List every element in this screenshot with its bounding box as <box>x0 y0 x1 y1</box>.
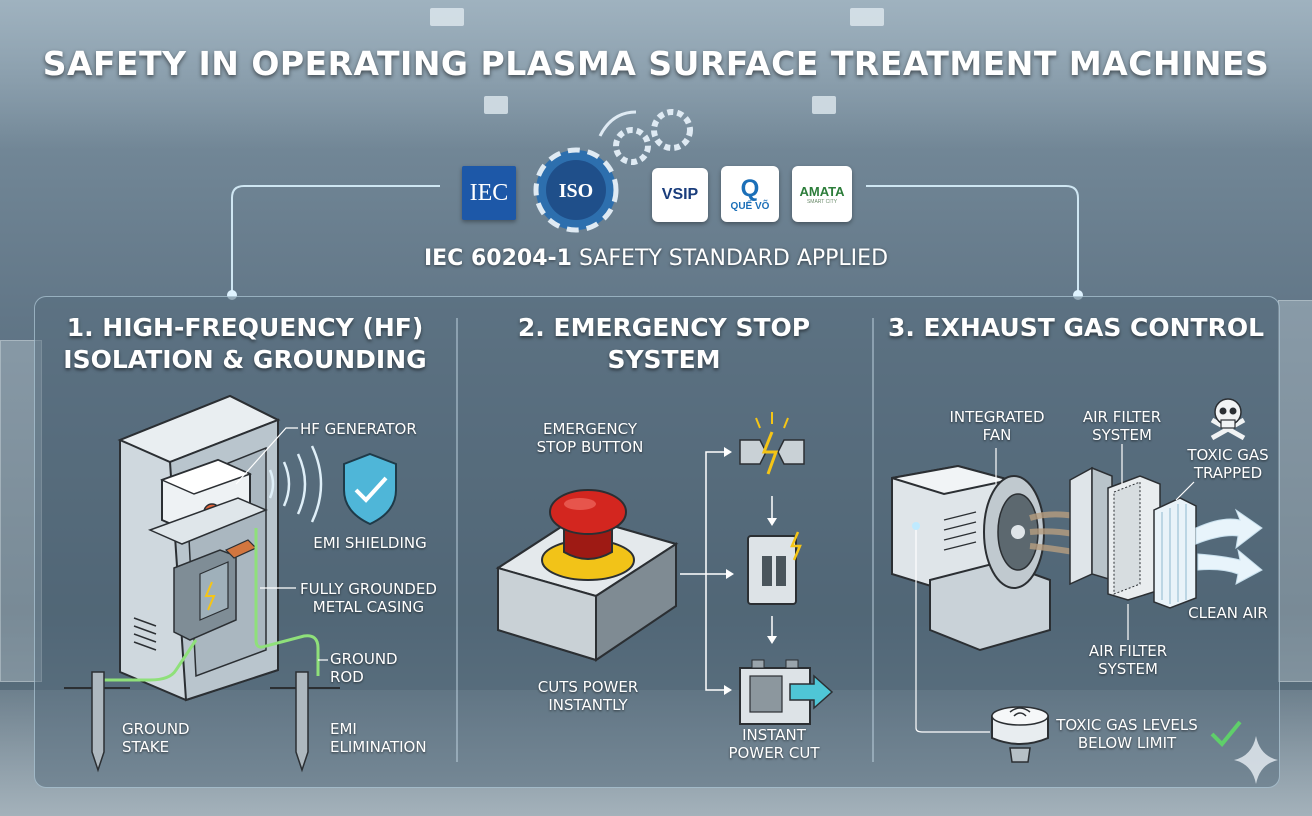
standard-caption: IEC 60204-1 SAFETY STANDARD APPLIED <box>0 246 1312 271</box>
ground-rod-label-line2: ROD <box>330 668 364 686</box>
section-divider <box>872 318 874 762</box>
amata-logo-text: AMATA <box>799 183 845 199</box>
section-2-heading: 2. EMERGENCY STOP SYSTEM <box>517 313 811 374</box>
skull-crossbones-icon <box>1210 398 1246 441</box>
instant-power-cut-label: INSTANT POWER CUT <box>704 726 844 762</box>
air-filter-bottom-label-line1: AIR FILTER <box>1088 642 1168 660</box>
air-filter-top-label: AIR FILTER SYSTEM <box>1064 408 1180 444</box>
section-divider <box>456 318 458 762</box>
emi-elimination-label-line1: EMI <box>330 720 357 738</box>
ground-stake-label-line2: STAKE <box>122 738 170 756</box>
air-filter-bottom-label-line2: SYSTEM <box>1098 660 1158 678</box>
emergency-stop-button-label: EMERGENCY STOP BUTTON <box>520 420 660 456</box>
ceiling-light <box>850 8 884 26</box>
integrated-fan-label: INTEGRATED FAN <box>932 408 1062 444</box>
standard-code: IEC 60204-1 <box>423 246 572 271</box>
grounded-casing-label: FULLY GROUNDED METAL CASING <box>300 580 437 616</box>
amata-logo-subtext: SMART CITY <box>806 198 838 205</box>
que-vo-mark: Q <box>740 174 760 202</box>
toxic-gas-trapped-label-line2: TRAPPED <box>1193 464 1263 482</box>
section-3-heading: 3. EXHAUST GAS CONTROL <box>887 313 1265 342</box>
que-vo-logo: Q QUẾ VÕ <box>721 166 779 222</box>
section-1-heading-line1: 1. HIGH-FREQUENCY (HF) <box>66 313 424 342</box>
toxic-gas-trapped-label: TOXIC GAS TRAPPED <box>1176 446 1280 482</box>
emergency-stop-button-label-line2: STOP BUTTON <box>536 438 644 456</box>
vsip-logo: VSIP <box>652 168 708 222</box>
instant-power-cut-label-line2: POWER CUT <box>728 744 820 762</box>
iec-logo-text: IEC <box>469 179 509 206</box>
que-vo-text: QUẾ VÕ <box>730 200 770 212</box>
iec-logo: IEC <box>462 166 516 220</box>
ceiling-light <box>430 8 464 26</box>
ground-rod-label-line1: GROUND <box>330 650 398 668</box>
ceiling-light <box>812 96 836 114</box>
integrated-fan-label-line2: FAN <box>982 426 1012 444</box>
ground-stake-label-line1: GROUND <box>122 720 190 738</box>
background-machine <box>1278 300 1312 682</box>
air-filter-top-label-line1: AIR FILTER <box>1082 408 1162 426</box>
emi-elimination-label: EMI ELIMINATION <box>330 720 427 756</box>
section-1-heading-line2: ISOLATION & GROUNDING <box>63 345 427 374</box>
grounded-casing-label-line2: METAL CASING <box>312 598 425 616</box>
amata-logo: AMATA SMART CITY <box>792 166 852 222</box>
cuts-power-label-line1: CUTS POWER <box>537 678 639 696</box>
toxic-gas-levels-label-line1: TOXIC GAS LEVELS <box>1056 716 1198 734</box>
standard-caption-text: SAFETY STANDARD APPLIED <box>571 246 889 271</box>
ceiling-light <box>484 96 508 114</box>
instant-power-cut-label-line1: INSTANT <box>742 726 806 744</box>
page-title: SAFETY IN OPERATING PLASMA SURFACE TREAT… <box>42 44 1270 83</box>
cuts-power-label: CUTS POWER INSTANTLY <box>518 678 658 714</box>
ground-stake-label: GROUND STAKE <box>122 720 190 756</box>
section-1-heading: 1. HIGH-FREQUENCY (HF) ISOLATION & GROUN… <box>40 312 450 376</box>
toxic-gas-levels-label-line2: BELOW LIMIT <box>1077 734 1177 752</box>
toxic-gas-levels-label: TOXIC GAS LEVELS BELOW LIMIT <box>1052 716 1202 752</box>
emergency-stop-button-label-line1: EMERGENCY <box>542 420 637 438</box>
air-filter-top-label-line2: SYSTEM <box>1092 426 1152 444</box>
cuts-power-label-line2: INSTANTLY <box>548 696 628 714</box>
iso-logo: ISO <box>558 180 594 202</box>
toxic-gas-trapped-label-line1: TOXIC GAS <box>1187 446 1269 464</box>
integrated-fan-label-line1: INTEGRATED <box>949 408 1045 426</box>
hf-generator-label: HF GENERATOR <box>300 420 417 438</box>
air-filter-bottom-label: AIR FILTER SYSTEM <box>1070 642 1186 678</box>
clean-air-label: CLEAN AIR <box>1188 604 1268 622</box>
ground-rod-label: GROUND ROD <box>330 650 398 686</box>
vsip-logo-text: VSIP <box>661 186 699 203</box>
emi-elimination-label-line2: ELIMINATION <box>330 738 427 756</box>
emi-shielding-label: EMI SHIELDING <box>313 534 427 552</box>
grounded-casing-label-line1: FULLY GROUNDED <box>300 580 437 598</box>
